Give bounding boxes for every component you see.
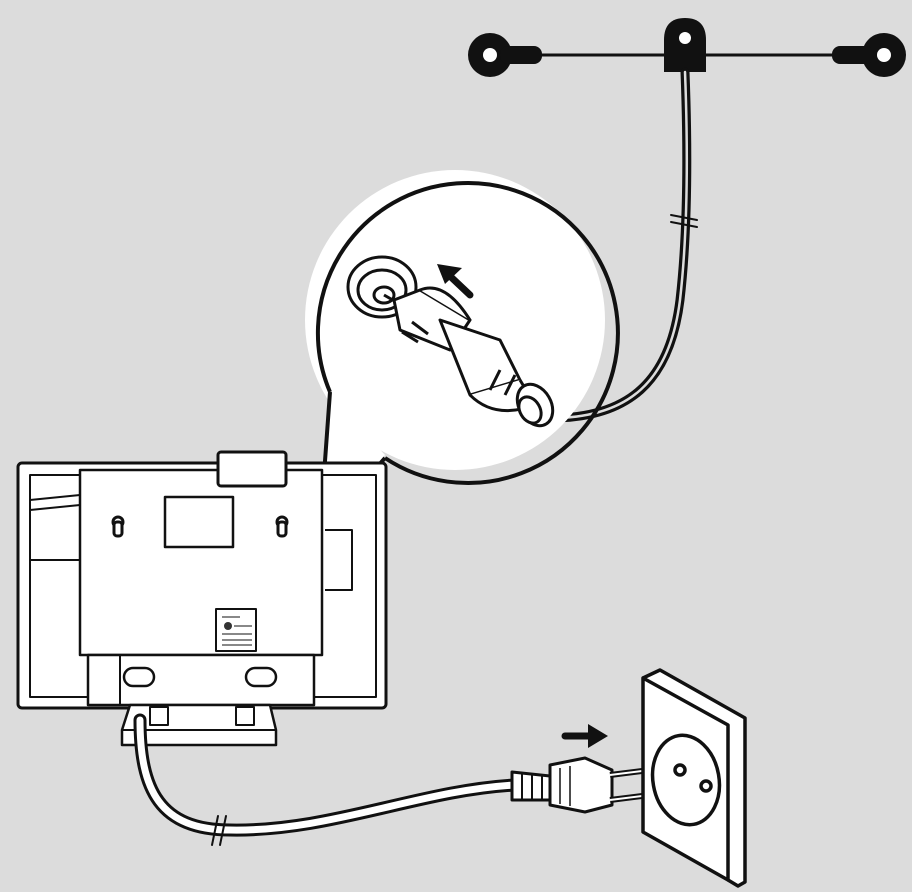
- back-recess: [163, 495, 235, 549]
- power-cord: [133, 713, 522, 846]
- arrow-up-left-icon: [437, 264, 474, 299]
- base-strip: [86, 653, 316, 707]
- wall-socket: [641, 668, 747, 888]
- keyhole-right: [275, 515, 289, 538]
- socket-outlet: [650, 733, 722, 827]
- antenna-junction: [664, 18, 706, 72]
- rating-label: [215, 608, 257, 652]
- clock-radio-back: [16, 450, 388, 747]
- mains-plug: [510, 756, 651, 814]
- arrow-right-icon: [561, 724, 608, 748]
- top-clip: [216, 450, 288, 488]
- coax-connector: [346, 255, 555, 428]
- fm-antenna: [468, 18, 906, 423]
- keyhole-left: [111, 515, 125, 538]
